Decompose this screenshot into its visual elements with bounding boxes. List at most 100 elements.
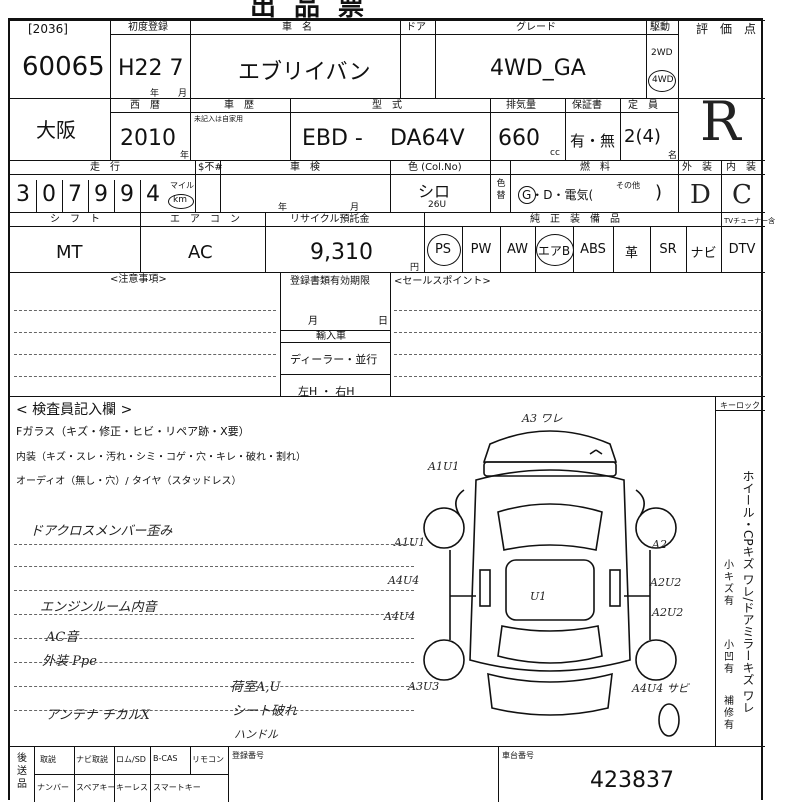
expiry-label: 登録書類有効期限 xyxy=(290,276,370,287)
mile-unit: マイル xyxy=(170,181,194,190)
mark-a2u2-right-2: A2U2 xyxy=(652,606,684,619)
first-registration: H22 7 xyxy=(118,56,184,81)
grade-label: グレード xyxy=(516,22,556,33)
mileage-digit-5: 9 xyxy=(120,182,134,207)
meter-label: $不# xyxy=(198,162,223,173)
hand-note-4: 外装 Ppe xyxy=(42,654,97,669)
hand-note-1: ドアクロスメンバー歪み xyxy=(30,524,173,539)
equip-abs: ABS xyxy=(580,242,606,257)
model-year-unit: 年 xyxy=(180,151,190,161)
mileage-digit-4: 9 xyxy=(94,182,108,207)
exterior-grade: D xyxy=(690,180,711,210)
mark-a4u4-left-2: A4U4 xyxy=(384,610,416,623)
item-keyless: キーレス xyxy=(116,783,148,792)
mark-a3-front: A3 ワレ xyxy=(522,412,563,425)
hand-note-2: エンジンルーム内音 xyxy=(40,600,157,615)
mileage-digit-6: 4 xyxy=(146,182,160,207)
year-unit: 年 xyxy=(150,89,160,99)
recycle-deposit: 9,310 xyxy=(310,240,373,265)
warranty: 有・無 xyxy=(570,132,616,150)
color-label: 色 (Col.No) xyxy=(408,162,462,173)
hand-note-right-2: シート破れ xyxy=(232,704,298,719)
inspection-month-unit: 月 xyxy=(350,203,360,213)
drive-4wd-circle xyxy=(648,70,676,92)
capacity-unit: 名 xyxy=(668,151,678,161)
sales-point-label: <セールスポイント> xyxy=(394,276,491,287)
color-number: 26U xyxy=(428,200,447,210)
ac-label: エ ア コ ン xyxy=(170,214,240,225)
hand-note-right-1: 荷室A,U xyxy=(230,680,281,695)
equip-ps: PS xyxy=(434,242,452,257)
cc-unit: cc xyxy=(550,148,560,158)
repaint-label: 色替 xyxy=(496,179,506,201)
interior-label: 内 装 xyxy=(726,162,756,173)
air-conditioner: AC xyxy=(188,242,213,263)
steering-side: 左H ・ 右H xyxy=(298,385,355,398)
chassis-number: 423837 xyxy=(590,768,674,793)
side-repaired: 補修有 xyxy=(724,696,734,731)
item-manual: 取説 xyxy=(40,755,56,764)
equip-navi: ナビ xyxy=(690,246,717,261)
side-small-dent: 小凹有 xyxy=(724,640,734,675)
mileage-digit-3: 7 xyxy=(68,182,82,207)
equip-aw: AW xyxy=(506,242,529,257)
inspection-year-unit: 年 xyxy=(278,203,288,213)
capacity: 2(4) xyxy=(624,126,661,147)
equipment-label: 純 正 装 備 品 xyxy=(530,214,620,225)
car-name: エブリイバン xyxy=(238,60,371,85)
caution-label: <注意事項> xyxy=(110,274,167,285)
mileage-digit-2: 0 xyxy=(42,182,56,207)
mark-a1u1-top: A1U1 xyxy=(428,460,460,473)
fuel-other: その他 xyxy=(616,181,640,190)
lot-number: 60065 xyxy=(22,52,105,82)
drive-2wd: 2WD xyxy=(651,48,673,58)
model-label: 型 式 xyxy=(372,100,402,111)
model-prefix: EBD - xyxy=(302,126,363,151)
history-label: 車 歴 xyxy=(224,100,254,111)
warranty-label: 保証書 xyxy=(572,100,602,111)
auction-sheet: [2036] 60065 初度登録 H22 7 年 月 車 名 エブリイバン ド… xyxy=(8,18,775,802)
km-circle xyxy=(168,194,194,209)
mark-a2-right: A2 xyxy=(652,538,667,551)
displacement: 660 xyxy=(498,126,540,151)
post-ship-label: 後送品 xyxy=(17,753,27,790)
recycle-label: リサイクル預託金 xyxy=(290,214,370,225)
equip-dtv: DTV xyxy=(728,242,756,257)
dealer-parallel: ディーラー・並行 xyxy=(290,353,378,366)
document-title: 出品票 xyxy=(250,0,383,22)
inspection-label: 車 検 xyxy=(290,162,320,173)
mark-a1u1-left: A1U1 xyxy=(394,536,426,549)
fuel-label: 燃 料 xyxy=(580,162,610,173)
item-number-plate: ナンバー xyxy=(37,783,69,792)
exterior-label: 外 装 xyxy=(682,162,712,173)
mark-a2u2-right: A2U2 xyxy=(650,576,682,589)
yen-unit: 円 xyxy=(410,263,420,273)
mileage-digit-1: 3 xyxy=(16,182,30,207)
inspector-line-audio: オーディオ（無し・穴）/ タイヤ（スタッドレス） xyxy=(16,476,242,487)
equip-pw: PW xyxy=(470,242,492,257)
hand-note-3: AC音 xyxy=(46,630,79,645)
item-spare-key: スペアキー xyxy=(76,783,116,792)
first-reg-label: 初度登録 xyxy=(128,22,168,33)
mark-a4u4-left: A4U4 xyxy=(388,574,420,587)
drive-label: 駆動 xyxy=(650,22,670,33)
lot-label: [2036] xyxy=(28,22,68,36)
mark-u1-roof: U1 xyxy=(530,590,547,603)
airbag-circle xyxy=(536,234,574,266)
score-label: 評 価 点 xyxy=(696,22,757,36)
expiry-month: 月 xyxy=(308,316,318,327)
item-rom-sd: ロム/SD xyxy=(116,755,146,764)
displacement-label: 排気量 xyxy=(506,100,536,111)
inspector-line-interior: 内装（キズ・スレ・汚れ・シミ・コゲ・穴・キレ・破れ・割れ） xyxy=(16,452,306,463)
tuner-label: TVチューナー含 xyxy=(724,217,776,225)
month-unit: 月 xyxy=(178,89,188,99)
region: 大阪 xyxy=(36,118,76,142)
model-year: 2010 xyxy=(120,126,176,151)
fuel-options: G・D・電気( xyxy=(522,188,594,202)
door-label: ドア xyxy=(406,22,426,33)
item-bcas: B-CAS xyxy=(153,754,178,763)
wheel-note: ホイール・CPキズ ワレ/ドアミラーキズ ワレ xyxy=(741,470,755,714)
mark-a3u3-rear: A3U3 xyxy=(408,680,440,693)
hand-note-5: アンテナ チカルX xyxy=(46,708,150,723)
capacity-label: 定 員 xyxy=(628,100,658,111)
